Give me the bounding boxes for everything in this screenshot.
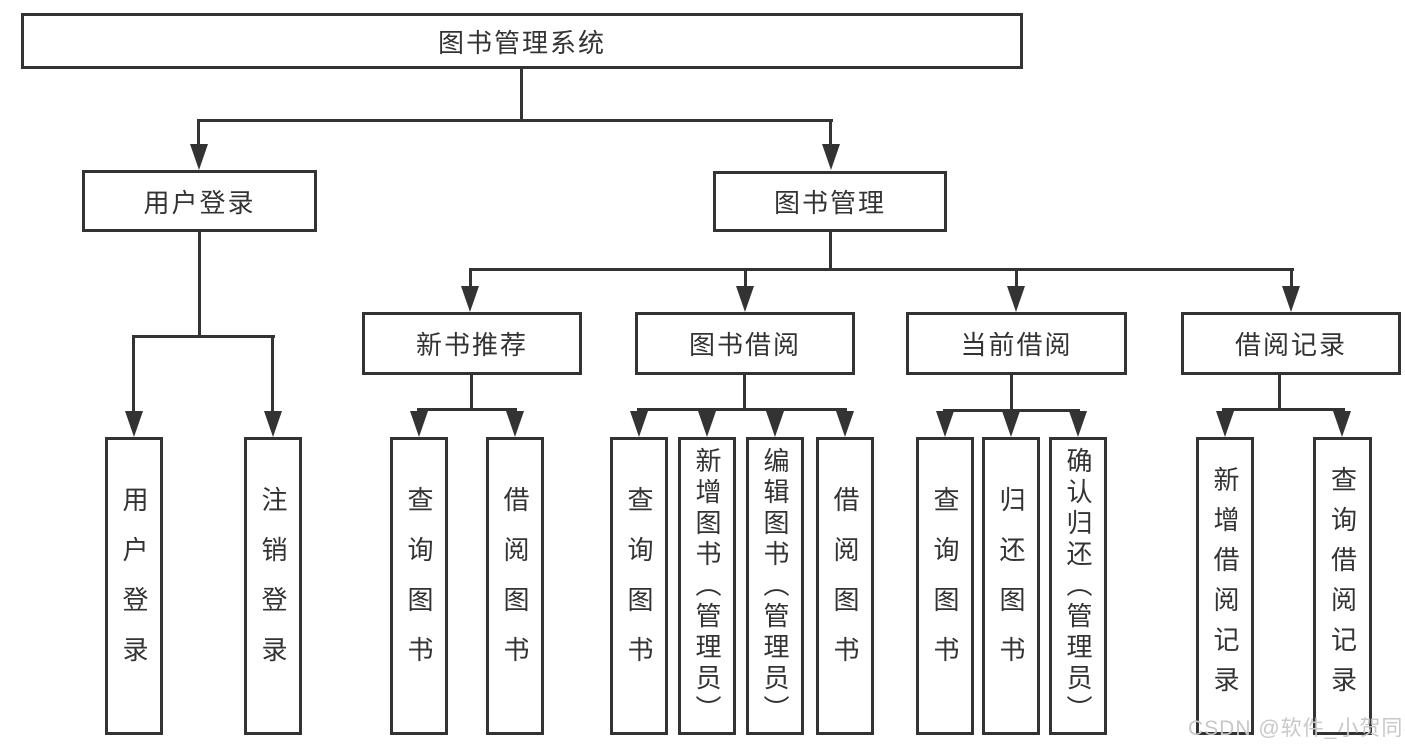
arrow-down-icon [461, 286, 479, 312]
arrow-down-icon [630, 411, 648, 437]
arrow-down-icon [410, 411, 428, 437]
connector-line [520, 69, 523, 121]
leaf-label: 新增图书（管理员） [692, 446, 722, 726]
arrow-down-icon [190, 144, 208, 170]
leaf-label: 新增借阅记录 [1210, 466, 1240, 706]
connector-line [1290, 268, 1293, 290]
leaf-logout: 注销登录 [244, 437, 302, 735]
connector-line [198, 232, 201, 337]
node-new-book-recommend: 新书推荐 [362, 312, 582, 375]
node-label: 图书管理 [773, 188, 886, 218]
node-label: 借阅记录 [1234, 330, 1347, 360]
arrow-down-icon [1282, 286, 1300, 312]
leaf-label: 确认归还（管理员） [1063, 446, 1093, 726]
node-book-management: 图书管理 [713, 171, 947, 232]
node-library-management-system: 图书管理系统 [21, 13, 1023, 69]
connector-line [943, 409, 1080, 412]
leaf-label: 编辑图书（管理员） [760, 446, 790, 726]
arrow-down-icon [264, 411, 282, 437]
node-label: 用户登录 [143, 187, 256, 218]
node-borrowing-records: 借阅记录 [1181, 312, 1401, 375]
connector-line [1010, 375, 1013, 410]
node-user-login: 用户登录 [82, 170, 317, 232]
arrow-down-icon [1216, 411, 1234, 437]
arrow-down-icon [936, 411, 954, 437]
arrow-down-icon [1069, 411, 1087, 437]
leaf-add-books-admin: 新增图书（管理员） [678, 437, 736, 735]
leaf-borrow-books-1: 借阅图书 [486, 437, 544, 735]
connector-line [829, 232, 832, 270]
connector-line [417, 408, 517, 411]
connector-line [1278, 375, 1281, 409]
connector-line [829, 119, 832, 146]
leaf-label: 查询图书 [930, 486, 960, 686]
connector-line [1222, 408, 1345, 411]
leaf-query-books-2: 查询图书 [610, 437, 668, 735]
node-book-borrowing: 图书借阅 [635, 312, 855, 375]
node-label: 图书管理系统 [437, 27, 606, 58]
arrow-down-icon [822, 144, 840, 170]
leaf-label: 查询借阅记录 [1327, 466, 1358, 706]
connector-line [132, 335, 275, 338]
leaf-label: 查询图书 [404, 486, 434, 686]
connector-line [132, 335, 135, 413]
connector-line [744, 268, 747, 290]
leaf-label: 借阅图书 [500, 486, 530, 686]
connector-line [470, 375, 473, 409]
leaf-label: 用户登录 [119, 486, 149, 686]
leaf-query-books-1: 查询图书 [390, 437, 448, 735]
leaf-borrow-books-2: 借阅图书 [816, 437, 874, 735]
leaf-query-books-3: 查询图书 [916, 437, 974, 735]
leaf-return-books: 归还图书 [982, 437, 1040, 735]
connector-line [469, 268, 472, 290]
arrow-down-icon [766, 411, 784, 437]
arrow-down-icon [836, 411, 854, 437]
leaf-edit-books-admin: 编辑图书（管理员） [746, 437, 804, 735]
watermark-csdn: CSDN @软件_小贺同学 [1188, 717, 1405, 740]
leaf-confirm-return-admin: 确认归还（管理员） [1049, 437, 1107, 735]
leaf-add-borrow-record: 新增借阅记录 [1196, 437, 1254, 735]
node-label: 新书推荐 [415, 330, 528, 360]
connector-line [197, 119, 200, 146]
leaf-label: 借阅图书 [830, 486, 860, 686]
connector-line [197, 119, 833, 122]
arrow-down-icon [698, 411, 716, 437]
connector-line [1015, 268, 1018, 290]
connector-line [743, 375, 746, 409]
arrow-down-icon [1007, 286, 1025, 312]
leaf-user-login: 用户登录 [105, 437, 163, 735]
leaf-label: 查询图书 [624, 486, 654, 686]
connector-line [637, 408, 847, 411]
connector-line [271, 335, 274, 413]
leaf-query-borrow-record: 查询借阅记录 [1313, 437, 1372, 735]
node-label: 图书借阅 [688, 330, 801, 360]
arrow-down-icon [125, 411, 143, 437]
node-label: 当前借阅 [960, 330, 1073, 360]
connector-line [469, 268, 1294, 271]
arrow-down-icon [506, 411, 524, 437]
node-current-borrowing: 当前借阅 [906, 312, 1127, 375]
arrow-down-icon [736, 286, 754, 312]
arrow-down-icon [1333, 411, 1351, 437]
arrow-down-icon [1002, 411, 1020, 437]
leaf-label: 归还图书 [996, 486, 1026, 686]
leaf-label: 注销登录 [258, 486, 288, 686]
